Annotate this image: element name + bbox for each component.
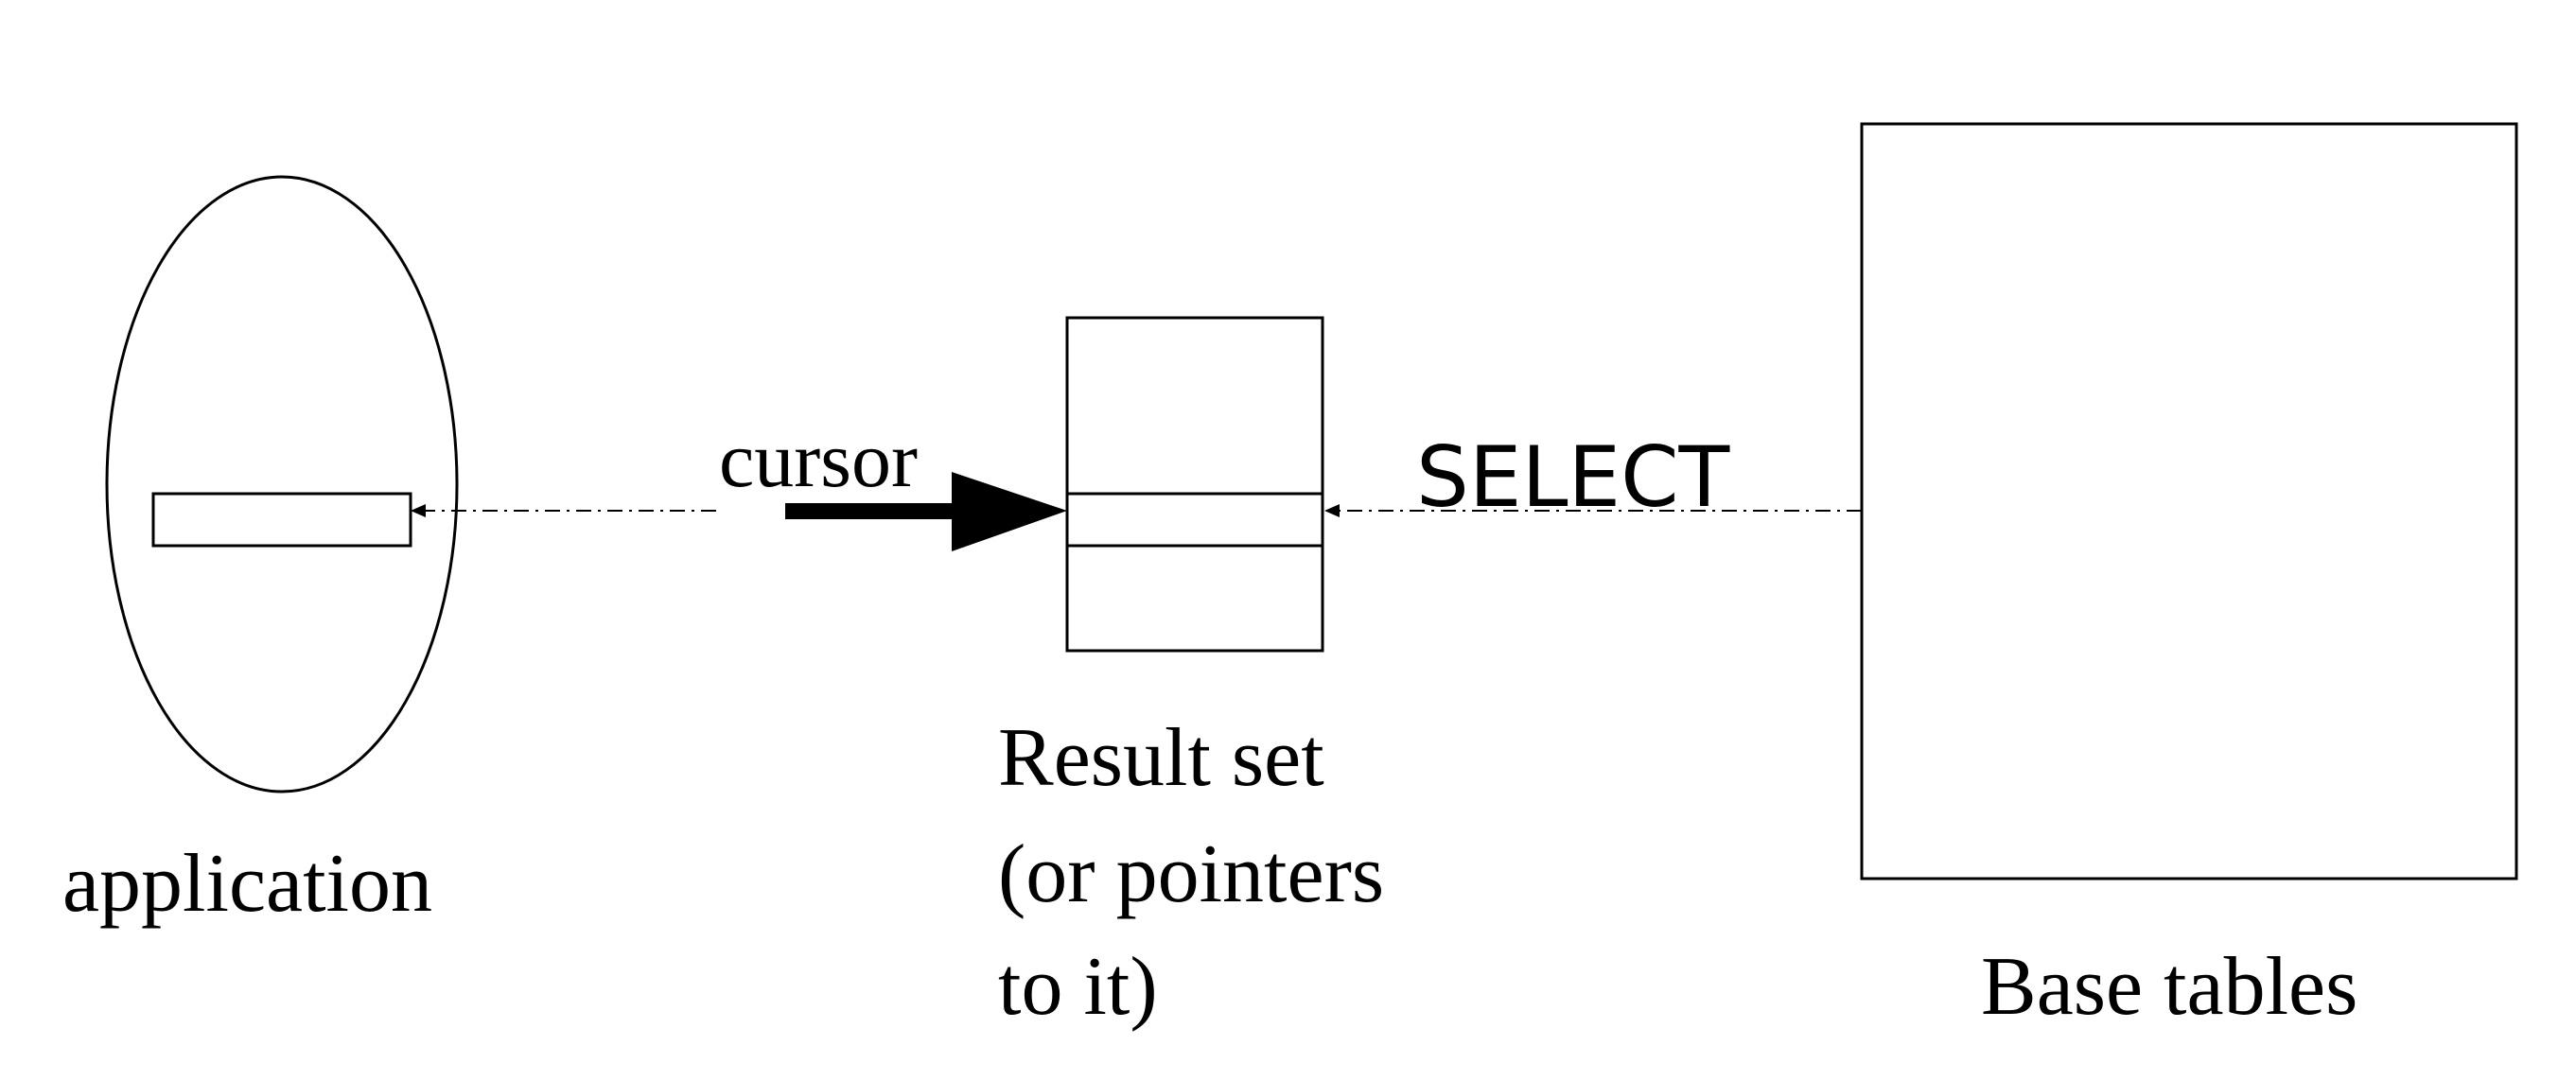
result-set-box [1065,316,1324,653]
cursor-label: cursor [719,416,918,504]
result-set-label-line-1: Result set [998,712,1324,804]
fetch-arrowhead [411,504,426,517]
cursor-arrowhead [952,472,1067,551]
result-set-node [1065,316,1324,653]
application-label: application [62,838,432,930]
base-tables-label: Base tables [1981,941,2357,1033]
select-arrowhead [1324,504,1340,517]
fetch-arrow [411,504,716,517]
application-buffer [151,492,412,548]
cursor-arrow [785,472,1067,551]
cursor-arrow-shaft [785,503,955,519]
application-ellipse [105,175,459,793]
result-set-label-line-2: (or pointers [998,828,1384,920]
result-set-label-line-3: to it) [998,941,1158,1033]
application-node [105,175,459,793]
result-set-label: Result set (or pointers to it) [998,712,1405,1033]
select-label: SELECT [1416,428,1731,526]
base-tables-box [1860,122,2518,880]
select-arrow [1324,504,1862,517]
